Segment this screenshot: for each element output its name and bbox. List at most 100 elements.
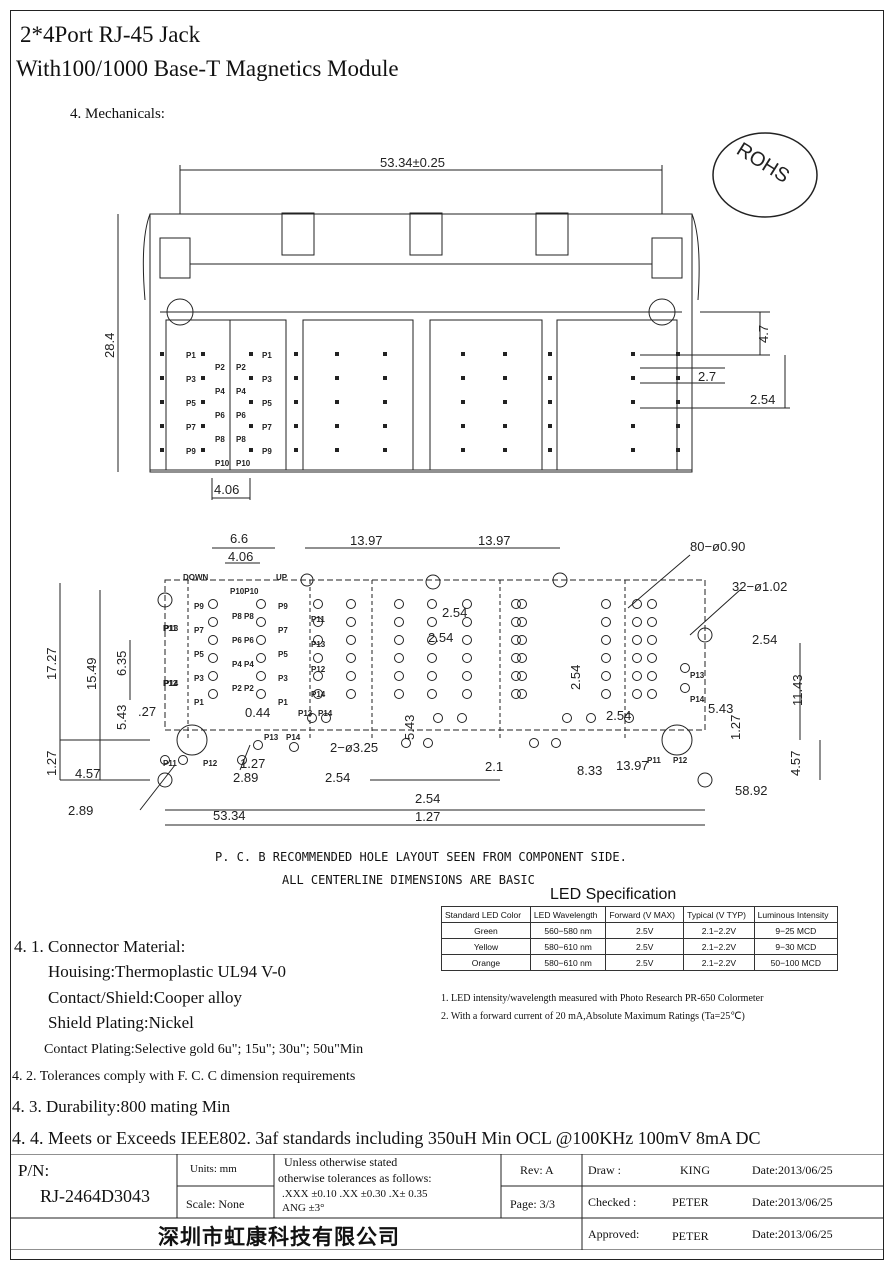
pin-label: P1	[278, 698, 288, 707]
checked-label: Checked :	[588, 1195, 637, 1209]
led-header-cell: Standard LED Color	[441, 906, 531, 923]
pin-dot	[503, 400, 507, 404]
pcb-hole	[601, 689, 611, 699]
pcb-hole	[511, 653, 521, 663]
pcb-hole	[647, 617, 657, 627]
pin-label: P7	[186, 423, 196, 432]
pcb-dimension: 5.43	[114, 705, 129, 730]
pin-dot	[631, 424, 635, 428]
pcb-hole	[313, 635, 323, 645]
pcb-hole	[394, 653, 404, 663]
pin-label: P10	[236, 459, 251, 468]
led-note-2: 2. With a forward current of 20 mA,Absol…	[441, 1011, 745, 1022]
pin-label: P11	[647, 756, 661, 765]
pcb-hole	[427, 599, 437, 609]
pin-label: P12	[673, 756, 688, 765]
pin-dot	[335, 448, 339, 452]
dim-4-06: 4.06	[214, 482, 239, 497]
spec-housing: Houising:Thermoplastic UL94 V-0	[48, 962, 286, 981]
pcb-hole	[511, 689, 521, 699]
pin-label: P8 P8	[232, 612, 254, 621]
pin-dot	[160, 376, 164, 380]
pcb-hole	[256, 671, 266, 681]
pcb-hole	[632, 635, 642, 645]
pcb-hole	[647, 599, 657, 609]
pin-label: P4	[215, 387, 225, 396]
pcb-hole	[517, 599, 527, 609]
pin-dot	[160, 400, 164, 404]
pin-dot	[160, 448, 164, 452]
pin-dot	[249, 376, 253, 380]
revision: Rev: A	[520, 1163, 554, 1177]
pin-label: P14	[311, 690, 326, 699]
pin-label: P3	[194, 674, 204, 683]
pcb-dimension: 13.97	[616, 758, 649, 773]
pcb-hole	[624, 713, 634, 723]
pin-label: P6 P6	[232, 636, 254, 645]
spec-plating: Contact Plating:Selective gold 6u"; 15u"…	[44, 1042, 364, 1057]
pcb-hole	[427, 671, 437, 681]
led-cell: Yellow	[441, 938, 531, 955]
pin-label: P1	[186, 351, 196, 360]
caption-layout: P. C. B RECOMMENDED HOLE LAYOUT SEEN FRO…	[215, 850, 627, 864]
spec-4-4: 4. 4. Meets or Exceeds IEEE802. 3af stan…	[12, 1128, 761, 1148]
pin-label: P14	[164, 679, 179, 688]
pin-label: P13	[311, 640, 326, 649]
pcb-hole	[462, 635, 472, 645]
pcb-dimension: 2.89	[233, 770, 258, 785]
led-cell: 50−100 MCD	[753, 954, 839, 971]
pin-label: P2	[236, 363, 246, 372]
pcb-hole	[632, 653, 642, 663]
pcb-dimension: 2.54	[428, 630, 453, 645]
pin-label: P6	[215, 411, 225, 420]
pin-label: P11	[311, 615, 325, 624]
pin-dot	[160, 352, 164, 356]
pin-dot	[383, 400, 387, 404]
led-note-1: 1. LED intensity/wavelength measured wit…	[441, 993, 764, 1004]
rohs-text: ROHS	[733, 138, 794, 187]
pcb-dimension: 6.35	[114, 651, 129, 676]
pcb-hole	[462, 617, 472, 627]
pin-dot	[461, 352, 465, 356]
pin-dot	[503, 376, 507, 380]
pcb-dimension: 1.27	[415, 809, 440, 824]
pcb-hole	[517, 617, 527, 627]
pin-label: P9	[186, 447, 196, 456]
pcb-dimension: 13.97	[350, 533, 383, 548]
drawing-frame	[10, 10, 884, 1260]
pcb-hole	[632, 689, 642, 699]
pcb-hole	[462, 599, 472, 609]
pcb-hole	[601, 599, 611, 609]
dim-2-7: 2.7	[698, 369, 716, 384]
pin-dot	[461, 448, 465, 452]
pin-label: P12	[163, 679, 178, 688]
pcb-hole	[427, 617, 437, 627]
pcb-dimension: 2.54	[752, 632, 777, 647]
led-cell: 2.1−2.2V	[683, 954, 755, 971]
pcb-hole	[601, 617, 611, 627]
pcb-dimension: 8.33	[577, 763, 602, 778]
pin-dot	[503, 352, 507, 356]
led-cell: 9−30 MCD	[753, 938, 839, 955]
pcb-hole	[529, 738, 539, 748]
pcb-hole	[208, 689, 218, 699]
pin-label: P2	[215, 363, 225, 372]
pin-dot	[201, 424, 205, 428]
pin-dot	[201, 448, 205, 452]
pcb-outline	[164, 579, 706, 731]
pcb-dimension: 2.54	[325, 770, 350, 785]
dim-4-7: 4.7	[756, 325, 771, 343]
pcb-dimension: 4.06	[228, 549, 253, 564]
pcb-dimension: 2.54	[442, 605, 467, 620]
led-header-cell: Typical (V TYP)	[683, 906, 755, 923]
pin-dot	[249, 448, 253, 452]
pcb-hole	[289, 742, 299, 752]
pin-dot	[548, 352, 552, 356]
pin-dot	[548, 376, 552, 380]
title-line-1: 2*4Port RJ-45 Jack	[20, 22, 201, 47]
pin-label: P10	[215, 459, 230, 468]
pin-dot	[294, 376, 298, 380]
